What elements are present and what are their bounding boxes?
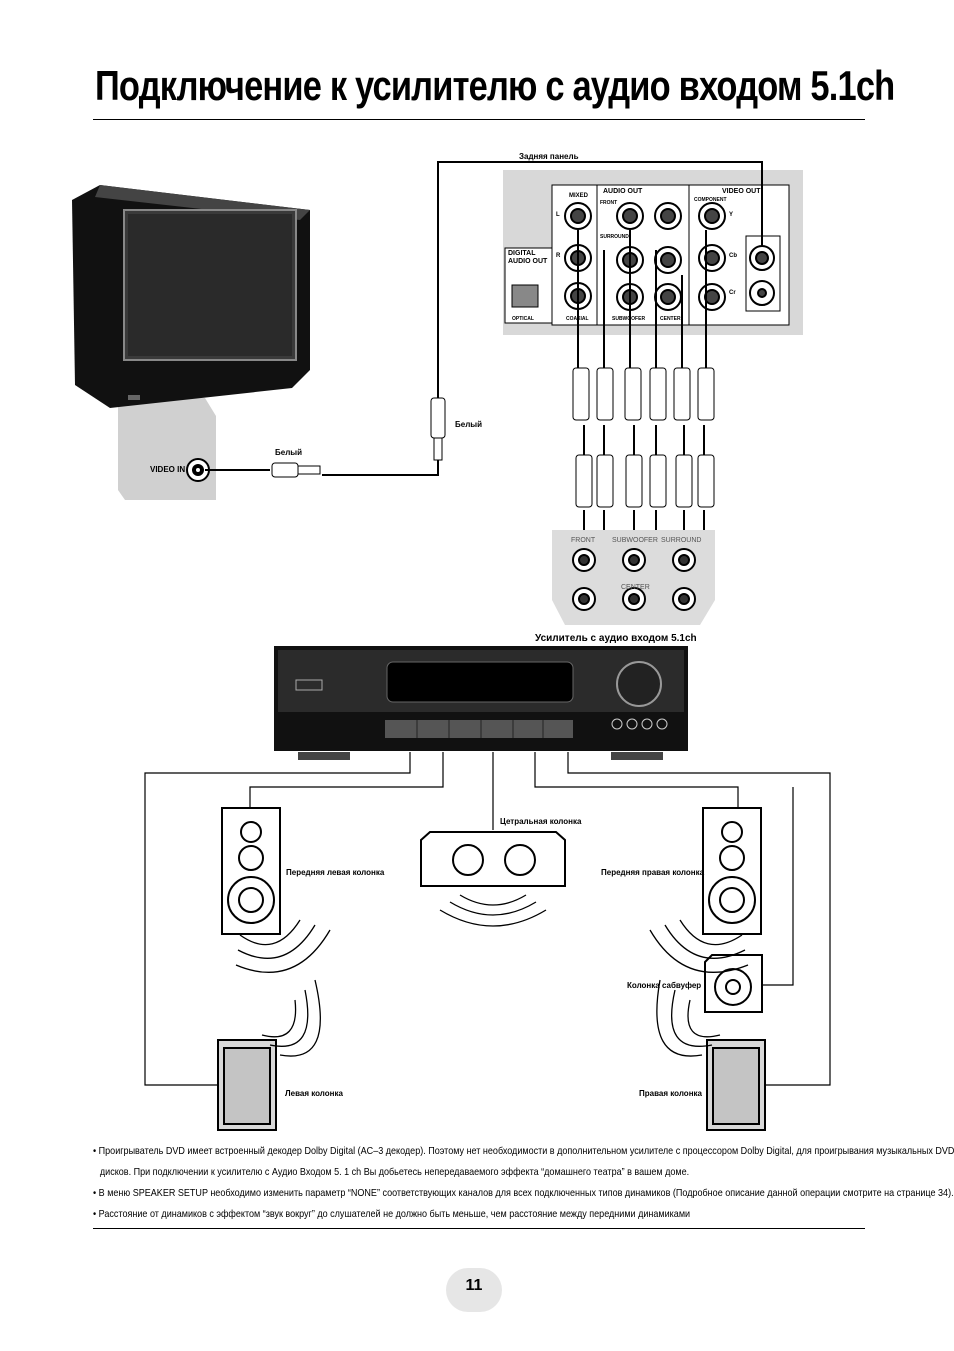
l-label: L: [556, 212, 560, 218]
center-speaker: [420, 831, 566, 887]
rear-panel-jacks: [564, 202, 775, 311]
tv-illustration: [72, 185, 310, 500]
title-divider: [93, 119, 865, 120]
sound-waves: [235, 894, 749, 1057]
amp-front-label: FRONT: [571, 537, 596, 544]
component-label: COMPONENT: [694, 197, 727, 203]
amplifier-unit: [274, 646, 688, 760]
front-left-speaker: [221, 807, 281, 935]
surround-label: SURROUND: [600, 234, 629, 240]
center-speaker-label: Цетральная колонка: [500, 817, 582, 826]
white-cable-label-1: Белый: [455, 420, 483, 429]
audio-out-label: AUDIO OUT: [603, 188, 643, 195]
amp-subwoofer-label: SUBWOOFER: [612, 537, 658, 544]
digital-audio-out-label: DIGITAL AUDIO OUT: [508, 250, 548, 265]
video-out-label: VIDEO OUT: [722, 188, 761, 195]
video-plugs: [271, 397, 446, 478]
coaxial-label: COAXIAL: [566, 316, 589, 322]
center-jack-label: CENTER: [660, 316, 681, 322]
left-speaker-label: Левая колонка: [285, 1089, 343, 1098]
optical-label: OPTICAL: [512, 316, 534, 322]
notes-section: • Проигрыватель DVD имеет встроенный дек…: [93, 1141, 954, 1225]
video-in-label: VIDEO IN: [150, 465, 186, 474]
amplifier-label: Усилитель с аудио входом 5.1ch: [535, 633, 697, 644]
note-line: • Проигрыватель DVD имеет встроенный дек…: [93, 1145, 954, 1157]
page-number: 11: [446, 1268, 502, 1312]
y-label: Y: [729, 212, 734, 218]
mixed-label: MIXED: [569, 193, 589, 199]
right-speaker-label: Правая колонка: [639, 1089, 702, 1098]
subwoofer-jack-label: SUBWOOFER: [612, 316, 646, 322]
front-left-label: Передняя левая колонка: [286, 868, 385, 877]
note-line: • В меню SPEAKER SETUP необходимо измени…: [93, 1187, 954, 1199]
cb-label: Cb: [729, 253, 737, 259]
subwoofer-speaker: [704, 954, 763, 1013]
front-label: FRONT: [600, 200, 618, 206]
page-title: Подключение к усилителю с аудио входом 5…: [95, 62, 895, 109]
left-speaker: [217, 1039, 277, 1131]
rear-panel-label: Задняя панель: [519, 152, 579, 161]
note-line: • Расстояние от динамиков с эффектом “зв…: [93, 1208, 691, 1220]
audio-plugs: [572, 367, 715, 508]
subwoofer-speaker-label: Колонка сабвуфер: [627, 981, 702, 990]
amp-center-label: CENTER: [621, 584, 650, 591]
amp-surround-label: SURROUND: [661, 537, 702, 544]
bottom-divider: [93, 1228, 865, 1229]
white-cable-label-2: Белый: [275, 448, 303, 457]
video-cable: [205, 161, 763, 476]
front-right-speaker: [702, 807, 762, 935]
front-right-label: Передняя правая колонка: [601, 868, 705, 877]
right-speaker: [706, 1039, 766, 1131]
cr-label: Cr: [729, 290, 736, 296]
r-label: R: [556, 253, 561, 259]
speaker-wires: [144, 752, 831, 1086]
note-line: дисков. При подключении к усилителю с Ау…: [99, 1166, 690, 1178]
amp-input-panel: [552, 530, 715, 625]
